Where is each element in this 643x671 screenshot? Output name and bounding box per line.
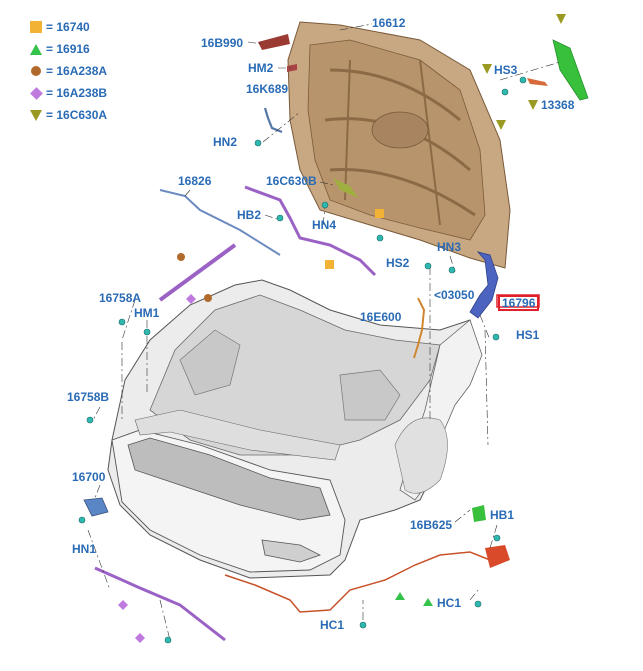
callout-16612: 16612 [372, 16, 406, 30]
leader-lines [87, 23, 561, 641]
callout-HB1: HB1 [490, 508, 515, 522]
radiator-support [134, 409, 341, 461]
callout-16826: 16826 [178, 174, 212, 188]
strut-tower-right [339, 369, 401, 421]
grille [127, 437, 331, 521]
headlamp [261, 539, 322, 563]
hood-rod-clip-16K689 [263, 107, 283, 134]
triangle-icon [30, 43, 42, 55]
legend-label: = 16A238B [46, 86, 108, 100]
callout-16796: 16796 [498, 295, 540, 311]
hood-release-lever-16B625 [472, 505, 486, 522]
callout-16K689: 16K689 [246, 82, 289, 96]
hood-brace-4 [344, 59, 351, 201]
hood-seal-13368 [527, 78, 548, 86]
callout-16758A: 16758A [99, 291, 142, 305]
hood-handle-HB1 [485, 545, 510, 568]
hood-brace-5 [419, 59, 441, 226]
callout-HN2: HN2 [213, 135, 238, 149]
legend-label: = 16C630A [46, 108, 108, 122]
hood-bumper-16C630B [333, 178, 358, 198]
circle-icon [31, 66, 41, 76]
hood-insulator-16B990 [258, 34, 290, 50]
triangle-down-icon [30, 109, 42, 121]
callout-HC1-bottom: HC1 [320, 618, 345, 632]
hood-emblem-recess [371, 111, 429, 149]
cable-16E600 [413, 297, 426, 359]
legend-item-16916: = 16916 [30, 40, 107, 58]
hood-lock-16700 [83, 497, 109, 517]
callout-HC1-right: HC1 [437, 596, 462, 610]
callout-HB2: HB2 [237, 208, 262, 222]
legend: = 16740 = 16916 = 16A238A = 16A238B = 16… [30, 18, 107, 128]
callout-HS3: HS3 [494, 63, 518, 77]
callout-HM1: HM1 [134, 306, 160, 320]
callout-16700: 16700 [72, 470, 106, 484]
square-icon [30, 21, 42, 33]
legend-item-16A238B: = 16A238B [30, 84, 107, 102]
callout-HN4: HN4 [312, 218, 337, 232]
hood-seal-lower [94, 566, 226, 642]
callout-16B990: 16B990 [201, 36, 244, 50]
hood-seal-left [158, 243, 237, 302]
hood-prop-rod-16826 [159, 189, 281, 256]
hood-release-cable-HC1 [224, 551, 491, 613]
hood-latch-16796 [469, 251, 499, 319]
callout-HS1: HS1 [516, 328, 540, 342]
callout-13368: 13368 [541, 98, 575, 112]
strut-tower-left [179, 329, 241, 396]
hood-seal-upper [244, 185, 377, 277]
legend-item-16C630A: = 16C630A [30, 106, 107, 124]
callout-03050: <03050 [434, 288, 475, 302]
legend-label: = 16916 [46, 42, 90, 56]
callout-HN1: HN1 [72, 542, 97, 556]
callout-HM2: HM2 [248, 61, 274, 75]
hood-latch-bracket-green [552, 39, 589, 101]
bumper-hm2 [287, 64, 297, 72]
callout-16C630B: 16C630B [266, 174, 317, 188]
callout-HS2: HS2 [386, 256, 410, 270]
front-body [107, 279, 483, 579]
callout-16B625: 16B625 [410, 518, 453, 532]
hood-brace-1 [329, 68, 461, 122]
legend-item-16A238A: = 16A238A [30, 62, 107, 80]
legend-item-16740: = 16740 [30, 18, 107, 36]
callout-16E600: 16E600 [360, 310, 402, 324]
legend-label: = 16A238A [46, 64, 108, 78]
fasteners [78, 76, 527, 644]
diamond-icon [30, 86, 43, 100]
callout-16758B: 16758B [67, 390, 110, 404]
callout-HN3: HN3 [437, 240, 462, 254]
wheel-arch [394, 417, 448, 494]
legend-label: = 16740 [46, 20, 90, 34]
